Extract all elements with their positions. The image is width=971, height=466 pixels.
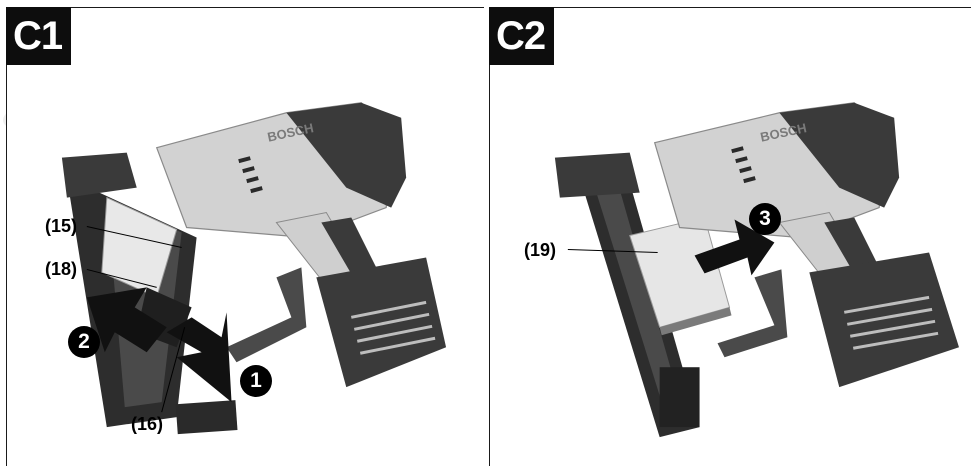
nailer-tool-illustration: BOSCH xyxy=(554,102,960,438)
step-number-icon: 1 xyxy=(240,365,272,397)
figure-panel-c1: C1 BOSCH xyxy=(6,7,484,466)
nailer-tool-illustration: BOSCH xyxy=(61,102,447,435)
step-number-icon: 2 xyxy=(68,326,100,358)
figure-panel-c2: C2 BOSCH xyxy=(489,7,971,466)
panel-label-c2: C2 xyxy=(489,7,555,65)
panel-label-c1: C1 xyxy=(6,7,72,65)
step-number-icon: 3 xyxy=(749,203,781,235)
push-arrow-icon xyxy=(694,219,775,276)
push-arrow-icon xyxy=(86,287,167,353)
callout-label: (19) xyxy=(524,240,557,260)
callout-label: (15) xyxy=(45,216,78,236)
callout-label: (16) xyxy=(131,414,164,434)
callout-label: (18) xyxy=(45,259,78,279)
battery-pack xyxy=(316,257,447,388)
battery-pack xyxy=(809,252,960,388)
